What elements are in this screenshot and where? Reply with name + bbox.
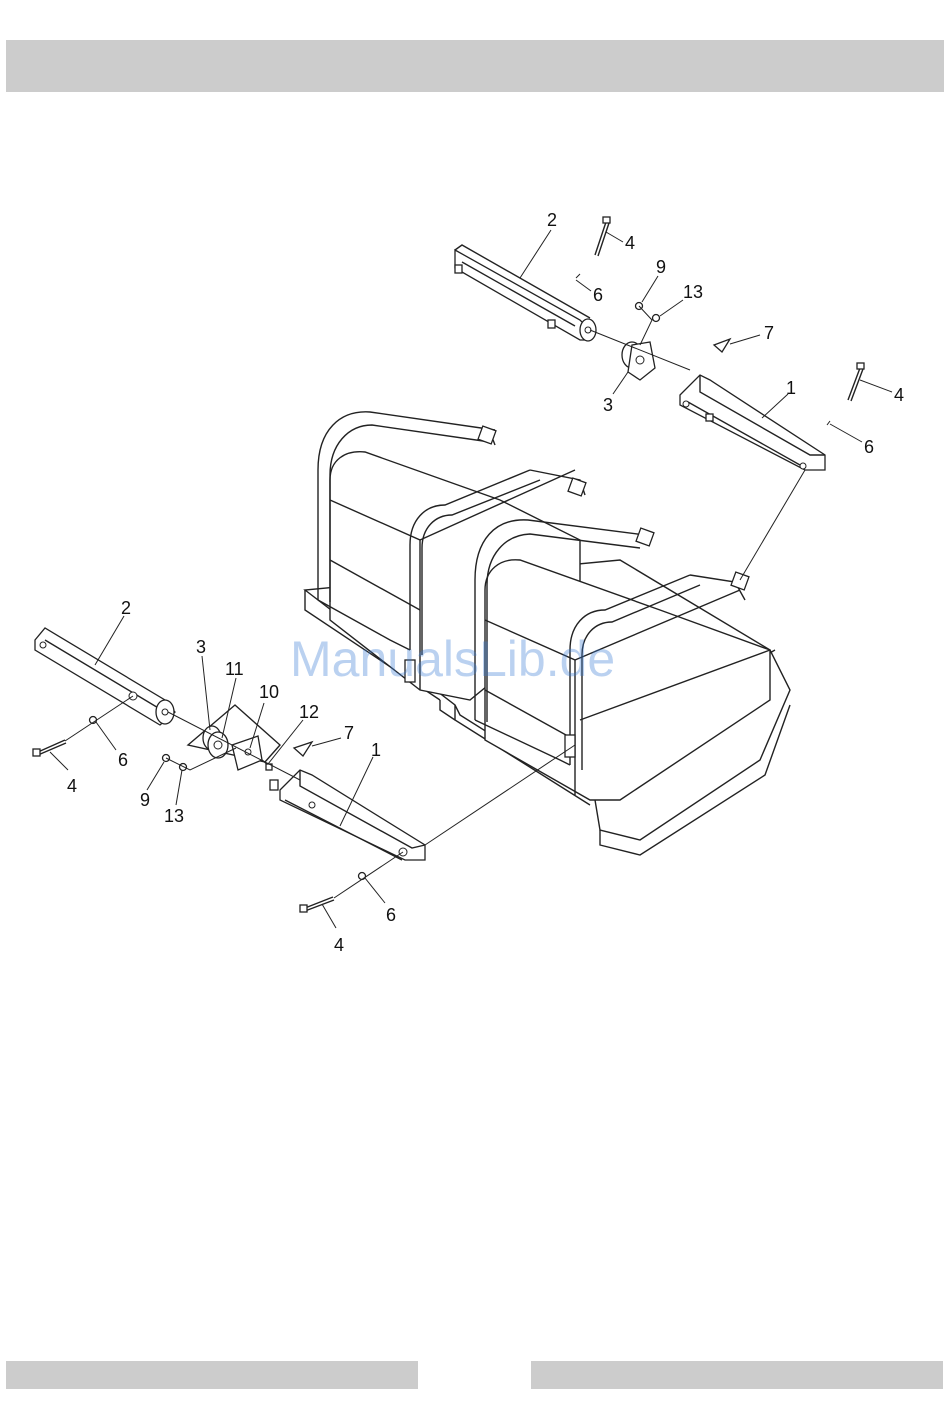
footer-bar-left (6, 1361, 418, 1389)
callout-bottom-10: 10 (259, 682, 279, 702)
callout-bottom-13: 13 (164, 806, 184, 826)
lower-warning-7 (294, 742, 312, 756)
watermark-text: ManualsLib.de (290, 631, 615, 687)
callout-bottom-6b: 6 (386, 905, 396, 925)
callout-bottom-3: 3 (196, 637, 206, 657)
callout-bottom-11: 11 (225, 659, 244, 679)
upper-bar-2 (455, 245, 596, 341)
callout-bottom-2: 2 (121, 598, 131, 618)
callout-bottom-4a: 4 (67, 776, 77, 796)
callout-top-2: 2 (547, 210, 557, 230)
callout-top-4b: 4 (894, 385, 904, 405)
lower-bolt-4b (300, 897, 334, 912)
callout-bottom-12: 12 (299, 702, 319, 722)
lower-bar-1 (270, 770, 425, 860)
callout-top-3: 3 (603, 395, 613, 415)
callout-bottom-6a: 6 (118, 750, 128, 770)
callout-top-6a: 6 (593, 285, 603, 305)
upper-bolt-4b (848, 363, 864, 401)
callout-top-4a: 4 (625, 233, 635, 253)
footer-bar-right (531, 1361, 943, 1389)
callout-bottom-1: 1 (371, 740, 381, 760)
callout-top-13: 13 (683, 282, 703, 302)
upper-bar-1 (680, 375, 825, 470)
lower-bar-2 (35, 628, 175, 725)
callout-bottom-4b: 4 (334, 935, 344, 955)
callout-top-7: 7 (764, 323, 774, 343)
callout-top-9: 9 (656, 257, 666, 277)
callout-top-6b: 6 (864, 437, 874, 457)
upper-bolt-4 (595, 217, 610, 256)
callout-top-1: 1 (786, 378, 796, 398)
callout-bottom-7: 7 (344, 723, 354, 743)
callout-bottom-9: 9 (140, 790, 150, 810)
upper-warning-7 (714, 339, 730, 352)
lower-washer-6b (359, 873, 366, 880)
upper-washer-13 (653, 315, 660, 322)
lower-bolt-4a (33, 740, 66, 756)
